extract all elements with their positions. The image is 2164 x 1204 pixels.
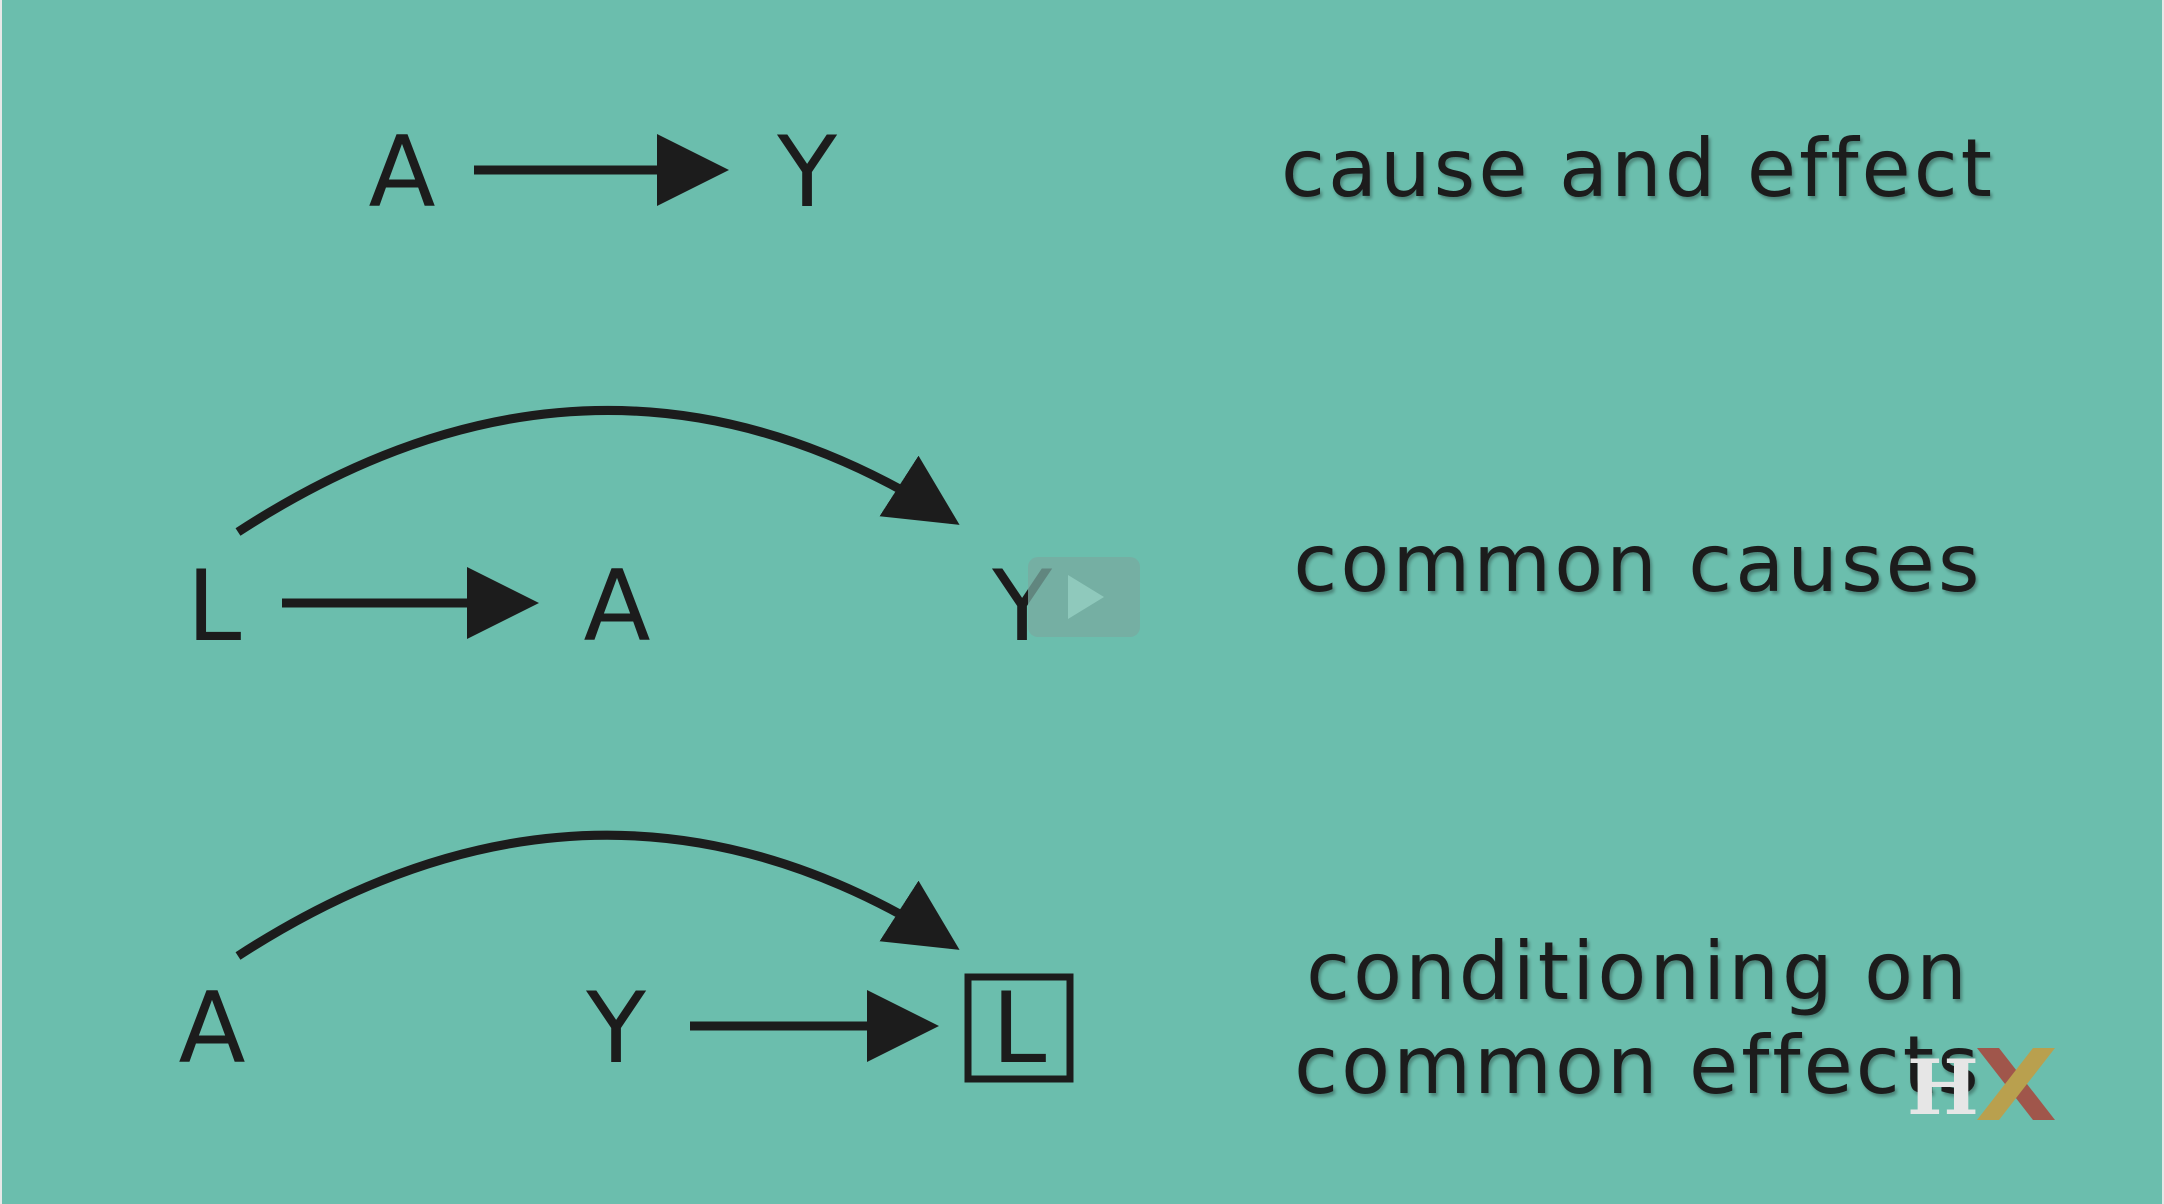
node-Y: Y xyxy=(776,116,838,230)
caption-common-effects: common effects xyxy=(1294,1019,1982,1112)
caption-common-causes: common causes xyxy=(1293,517,1982,610)
node-A: A xyxy=(583,550,650,664)
hx-logo: H xyxy=(1907,1048,2055,1120)
node-A: A xyxy=(178,972,245,1086)
row-common-causes: L A Y xyxy=(187,405,1053,664)
play-button[interactable] xyxy=(1028,557,1140,637)
logo-letter-h: H xyxy=(1907,1048,1979,1120)
row-cause-and-effect: A Y xyxy=(368,116,838,230)
logo-x-stroke-2 xyxy=(1977,1048,2055,1120)
node-L: L xyxy=(992,972,1047,1086)
row-conditioning-on-common-effects: A Y L xyxy=(178,830,1074,1086)
node-L: L xyxy=(187,550,242,664)
play-icon xyxy=(1068,575,1104,619)
caption-cause-and-effect: cause and effect xyxy=(1281,122,1995,215)
arc-A-to-L xyxy=(235,830,960,960)
caption-conditioning-on: conditioning on xyxy=(1306,925,1970,1018)
captions: cause and effect common causes condition… xyxy=(1281,122,1995,1112)
arc-L-to-Y xyxy=(235,405,960,536)
conditioning-box xyxy=(964,973,1074,1083)
node-Y: Y xyxy=(585,972,647,1086)
node-A: A xyxy=(368,116,435,230)
